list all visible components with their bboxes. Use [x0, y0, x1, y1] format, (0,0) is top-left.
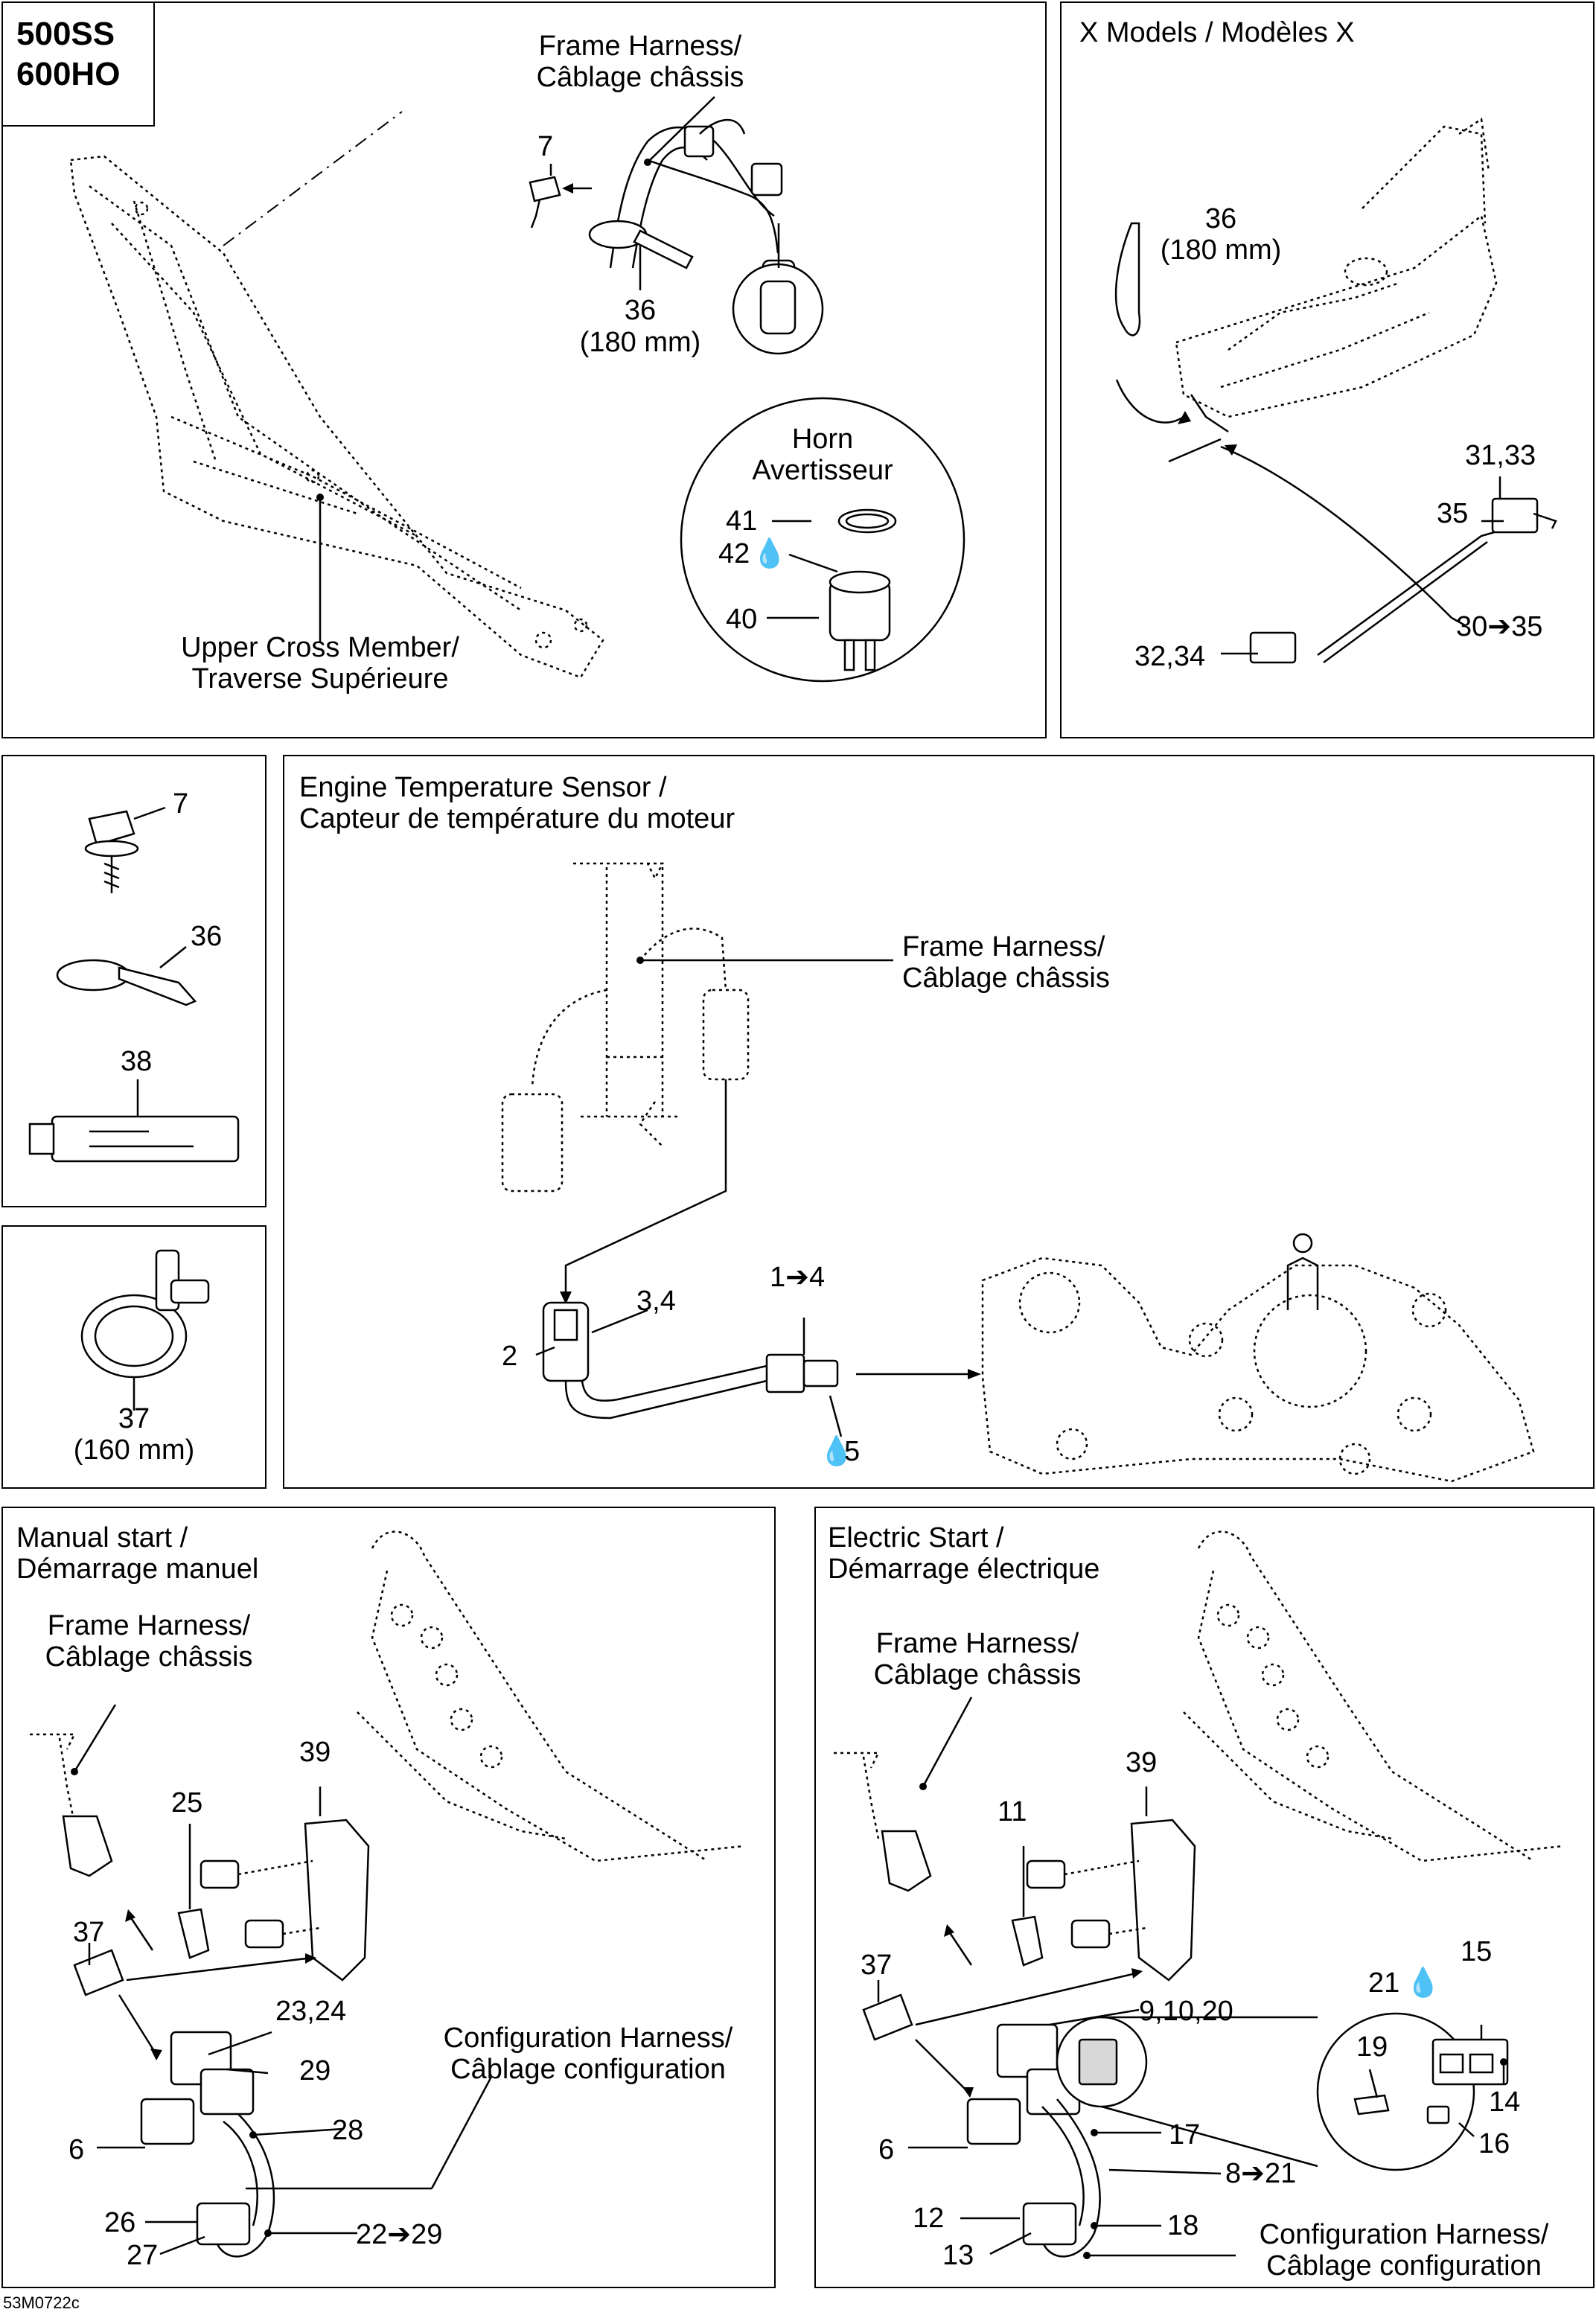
manual-callout-28: 28 — [332, 2115, 364, 2146]
clamp-callout-37: 37 — [118, 1403, 150, 1434]
temp-sensor-panel — [283, 755, 1595, 1489]
x-callout-32-34: 32,34 — [1134, 641, 1206, 672]
manual-config-fr: Câblage configuration — [450, 2054, 726, 2085]
callout-36: 36 — [624, 295, 657, 326]
electric-callout-15: 15 — [1461, 1936, 1493, 1967]
cross-member-en: Upper Cross Member/ — [181, 632, 459, 663]
electric-callout-17: 17 — [1169, 2119, 1201, 2151]
model-box — [1, 1, 155, 127]
electric-config-en: Configuration Harness/ — [1259, 2219, 1549, 2250]
cross-member-fr: Traverse Supérieure — [191, 663, 449, 695]
callout-36-size: (180 mm) — [579, 327, 701, 358]
manual-callout-26: 26 — [104, 2207, 136, 2238]
x-models-title: X Models / Modèles X — [1079, 17, 1355, 48]
manual-callout-39: 39 — [299, 1737, 331, 1768]
temp-callout-2: 2 — [502, 1341, 518, 1372]
electric-callout-37: 37 — [861, 1950, 893, 1981]
x-callout-30-35: 30➔35 — [1456, 611, 1543, 642]
manual-callout-27: 27 — [127, 2240, 159, 2271]
manual-frame-harness-fr: Câblage châssis — [45, 1641, 253, 1673]
callout-40: 40 — [726, 604, 758, 635]
footer-code: 53M0722c — [3, 2293, 80, 2312]
electric-callout-39: 39 — [1126, 1747, 1158, 1778]
parts-callout-36: 36 — [191, 921, 223, 952]
temp-title-en: Engine Temperature Sensor / — [299, 772, 667, 803]
manual-title-en: Manual start / — [16, 1522, 188, 1554]
electric-callout-21: 21 — [1368, 1967, 1400, 1999]
temp-frame-harness-fr: Câblage châssis — [902, 962, 1110, 994]
clamp-callout-37-size: (160 mm) — [73, 1434, 195, 1466]
callout-41: 41 — [726, 505, 758, 537]
manual-frame-harness-en: Frame Harness/ — [47, 1610, 251, 1641]
x-callout-35: 35 — [1437, 498, 1469, 529]
manual-callout-37: 37 — [73, 1917, 105, 1948]
electric-start-drawing — [834, 1530, 1564, 2259]
electric-callout-16: 16 — [1478, 2128, 1510, 2159]
parts-drawing — [28, 806, 240, 1163]
manual-start-panel — [1, 1507, 776, 2288]
temp-sensor-drawing — [501, 862, 1535, 1483]
temp-callout-1-4: 1➔4 — [770, 1262, 826, 1293]
manual-callout-6: 6 — [68, 2134, 85, 2165]
main-frame-harness-fr: Câblage châssis — [536, 62, 744, 93]
x-callout-36-size: (180 mm) — [1160, 234, 1282, 266]
manual-config-en: Configuration Harness/ — [443, 2022, 733, 2054]
manual-callout-22-29: 22➔29 — [356, 2219, 443, 2250]
electric-title-fr: Démarrage électrique — [828, 1554, 1100, 1585]
frame-harness-drawing — [529, 96, 824, 355]
temp-callout-5: 5 — [844, 1436, 861, 1467]
main-frame-harness-en: Frame Harness/ — [538, 31, 742, 62]
manual-callout-25: 25 — [171, 1787, 203, 1819]
electric-callout-11: 11 — [998, 1796, 1027, 1827]
electric-callout-18: 18 — [1167, 2210, 1199, 2241]
temp-callout-3-4: 3,4 — [636, 1286, 676, 1317]
x-models-panel — [1060, 1, 1595, 738]
horn-label-fr: Avertisseur — [752, 455, 893, 486]
x-callout-31-33: 31,33 — [1465, 440, 1536, 471]
electric-start-panel — [814, 1507, 1595, 2288]
x-callout-36: 36 — [1204, 203, 1237, 234]
manual-title-fr: Démarrage manuel — [16, 1554, 259, 1585]
clamp-drawing — [80, 1249, 210, 1411]
temp-title-fr: Capteur de température du moteur — [299, 803, 735, 834]
electric-frame-harness-en: Frame Harness/ — [875, 1628, 1079, 1659]
drop-icon: 💧 — [752, 538, 788, 569]
electric-callout-14: 14 — [1489, 2086, 1521, 2118]
manual-start-drawing — [30, 1530, 745, 2258]
electric-callout-19: 19 — [1356, 2031, 1388, 2063]
frame-drawing — [69, 111, 604, 679]
electric-callout-12: 12 — [913, 2203, 945, 2234]
horn-label-en: Horn — [791, 424, 854, 455]
manual-callout-29: 29 — [299, 2055, 331, 2086]
callout-7: 7 — [537, 131, 554, 162]
horn-detail-drawing — [680, 397, 965, 683]
temp-drop-icon: 💧 — [819, 1436, 855, 1467]
x-models-drawing — [1114, 117, 1557, 664]
temp-frame-harness-en: Frame Harness/ — [902, 931, 1105, 962]
callout-42: 42 — [718, 538, 750, 569]
electric-title-en: Electric Start / — [828, 1522, 1004, 1554]
model-600ho: 600HO — [16, 56, 121, 92]
manual-callout-23-24: 23,24 — [275, 1996, 347, 2027]
electric-callout-6: 6 — [878, 2134, 895, 2165]
electric-callout-8-21: 8➔21 — [1225, 2158, 1297, 2189]
parts-callout-7: 7 — [173, 788, 189, 820]
electric-callout-13: 13 — [942, 2240, 974, 2271]
parts-callout-38: 38 — [121, 1046, 153, 1077]
electric-frame-harness-fr: Câblage châssis — [873, 1659, 1082, 1690]
electric-drop-icon: 💧 — [1405, 1967, 1441, 1999]
electric-config-fr: Câblage configuration — [1266, 2250, 1542, 2282]
model-500ss: 500SS — [16, 16, 115, 52]
electric-callout-9-10-20: 9,10,20 — [1139, 1996, 1233, 2027]
